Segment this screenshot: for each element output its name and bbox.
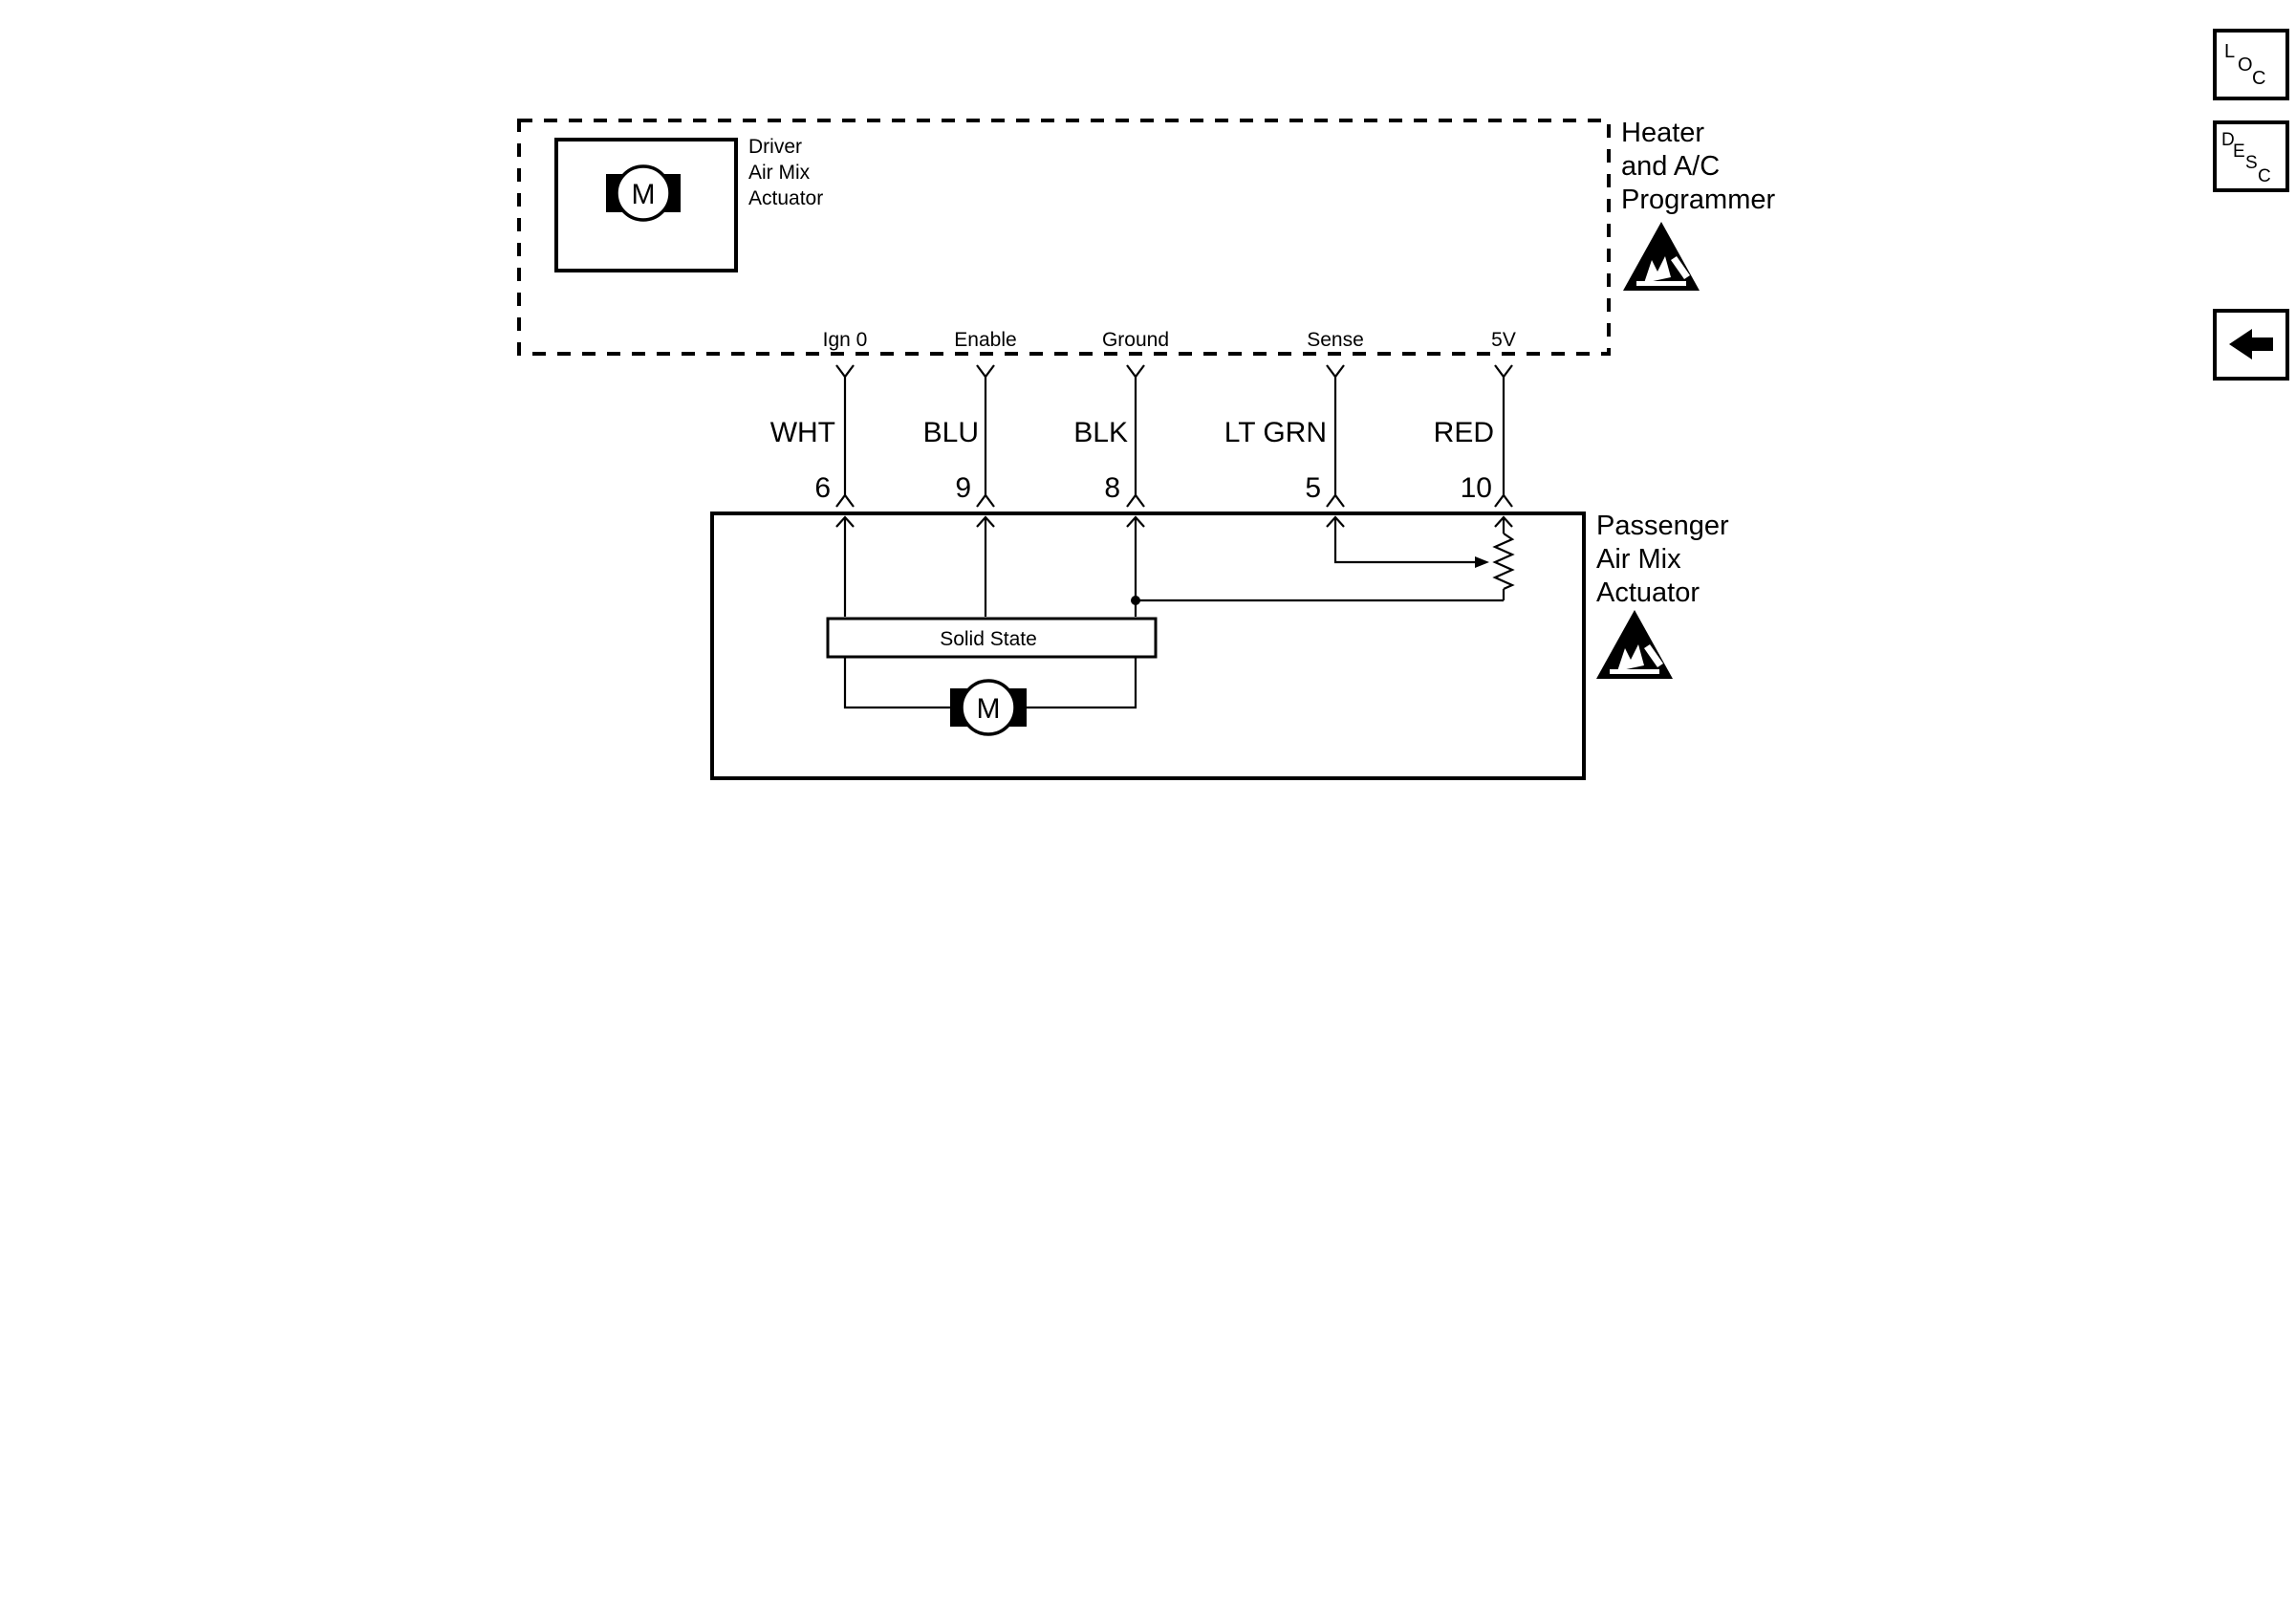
- connector-bottom-ground: [1126, 493, 1145, 508]
- connector-top-ground: [1126, 364, 1145, 379]
- back-button[interactable]: [2213, 309, 2289, 381]
- programmer-title-line-2: and A/C: [1621, 151, 1720, 182]
- programmer-module: Heater and A/C Programmer M Driver Air M…: [517, 118, 1775, 356]
- esd-warning-icon: [1623, 222, 1700, 291]
- loc-letter-l: L: [2224, 41, 2235, 62]
- connector-top-enable: [976, 364, 995, 379]
- connector-top-ign0: [835, 364, 855, 379]
- potentiometer-resistor: [1492, 533, 1515, 591]
- connector-bottom-ign0: [835, 493, 855, 508]
- wire-color-sense: LT GRN: [1224, 417, 1327, 448]
- driver-actuator-box: [554, 138, 738, 272]
- circuit-enable: Enable BLU 9: [923, 329, 1017, 508]
- pin-number-ground: 8: [1104, 472, 1120, 504]
- passenger-motor-symbol: M: [977, 693, 1001, 725]
- solid-state-label: Solid State: [940, 628, 1037, 650]
- passenger-motor-icon: M: [950, 679, 1027, 736]
- solid-state-block: [826, 617, 1158, 659]
- passenger-title-line-2: Air Mix: [1596, 544, 1681, 575]
- driver-actuator-label-line-2: Air Mix: [748, 162, 811, 184]
- desc-icon: D E S C: [2221, 130, 2271, 186]
- wire-color-5v: RED: [1434, 417, 1494, 448]
- loc-letter-o: O: [2238, 54, 2253, 76]
- circuit-5v: 5V RED 10: [1434, 329, 1516, 508]
- signal-label-ign0: Ign 0: [823, 329, 868, 351]
- passenger-title-line-3: Actuator: [1596, 577, 1700, 608]
- signal-label-sense: Sense: [1307, 329, 1364, 351]
- connector-top-5v: [1494, 364, 1513, 379]
- signal-label-5v: 5V: [1491, 329, 1516, 351]
- internal-wire-sense: [1333, 517, 1484, 564]
- pin-number-sense: 5: [1305, 472, 1321, 504]
- circuit-ground: Ground BLK 8: [1073, 329, 1169, 508]
- back-arrow-icon: [2229, 329, 2273, 359]
- wire-color-ign0: WHT: [770, 417, 835, 448]
- connector-bottom-sense: [1326, 493, 1345, 508]
- signal-label-ground: Ground: [1102, 329, 1169, 351]
- desc-button[interactable]: D E S C: [2213, 120, 2289, 192]
- signal-label-enable: Enable: [954, 329, 1016, 351]
- connector-bottom-enable: [976, 493, 995, 508]
- programmer-boundary: [517, 119, 1611, 356]
- driver-actuator-label-line-3: Actuator: [748, 187, 823, 209]
- wire-color-ground: BLK: [1073, 417, 1128, 448]
- desc-letter-c: C: [2258, 166, 2271, 186]
- circuit-ign0: Ign 0 WHT 6: [770, 329, 868, 508]
- passenger-actuator-boundary: [710, 512, 1586, 780]
- wiper-arrowhead: [1475, 556, 1489, 568]
- programmer-title-line-1: Heater: [1621, 118, 1704, 148]
- desc-letter-s: S: [2245, 153, 2258, 173]
- esd-warning-icon: [1596, 610, 1673, 679]
- desc-letter-d: D: [2221, 130, 2235, 150]
- pin-number-enable: 9: [955, 472, 971, 504]
- motor-loop-wire-right: [1027, 657, 1137, 709]
- loc-icon: L O C: [2224, 41, 2265, 89]
- driver-actuator-label-line-1: Driver: [748, 136, 802, 158]
- desc-letter-e: E: [2233, 142, 2245, 162]
- motor-loop-wire: [843, 657, 950, 709]
- driver-motor-symbol: M: [632, 179, 656, 210]
- passenger-actuator-module: Passenger Air Mix Actuator Solid State: [710, 511, 1729, 780]
- wire-color-enable: BLU: [923, 417, 979, 448]
- pin-number-ign0: 6: [814, 472, 831, 504]
- loc-letter-c: C: [2252, 68, 2265, 89]
- passenger-title-line-1: Passenger: [1596, 511, 1729, 541]
- connector-top-sense: [1326, 364, 1345, 379]
- pin-number-5v: 10: [1461, 472, 1492, 504]
- driver-motor-icon: M: [606, 164, 681, 222]
- circuit-sense: Sense LT GRN 5: [1224, 329, 1364, 508]
- programmer-title-line-3: Programmer: [1621, 185, 1775, 215]
- loc-button[interactable]: L O C: [2213, 29, 2289, 100]
- connector-bottom-5v: [1494, 493, 1513, 508]
